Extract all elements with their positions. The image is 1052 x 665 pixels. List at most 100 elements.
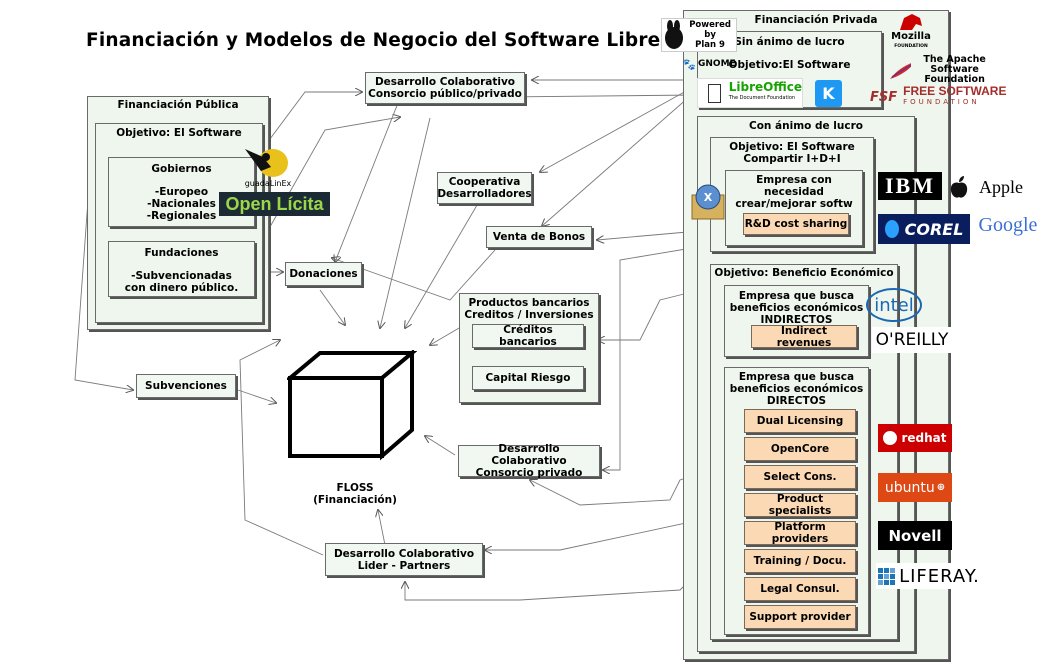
document-icon bbox=[708, 83, 721, 103]
empresa-necesidad-label: Empresa con necesidad crear/mejorar soft… bbox=[735, 174, 853, 210]
objetivo-beneficio-label: Objetivo: Beneficio Económico bbox=[714, 267, 894, 279]
gnome-foot-icon: 🐾 bbox=[682, 57, 697, 71]
redhat-label: redhat bbox=[901, 431, 947, 445]
arrow-colab-to-floss bbox=[380, 117, 431, 328]
libreoffice-sub: The Document Foundation bbox=[728, 95, 796, 101]
apple-mac-os-icon: X bbox=[685, 180, 733, 224]
publica-objetivo-label: Objetivo: El Software bbox=[116, 127, 242, 139]
arrow-pub-to-subvenciones bbox=[74, 199, 133, 390]
gobiernos-title: Gobiernos bbox=[151, 163, 212, 175]
arrow-lucro-to-bancos bbox=[598, 289, 701, 340]
productos-bancarios-title: Productos bancarios Creditos / Inversion… bbox=[464, 297, 594, 321]
corel-logo: COREL bbox=[878, 214, 970, 244]
financiacion-privada-title: Financiación Privada bbox=[754, 14, 878, 26]
redhat-logo: redhat bbox=[878, 424, 952, 452]
colab-publico-privado-node: Desarrollo Colaborativo Consorcio públic… bbox=[365, 72, 525, 104]
libreoffice-logo: LibreOffice The Document Foundation bbox=[697, 78, 803, 108]
colab-privado-node: Desarrollo Colaborativo Consorcio privad… bbox=[458, 443, 600, 479]
plan9-logo: Powered by Plan 9 bbox=[661, 18, 737, 52]
guadalinex-logo: guadaLinEx bbox=[240, 140, 296, 190]
arrow-bonos-to-donac bbox=[332, 249, 496, 301]
liferay-blocks-icon bbox=[878, 567, 896, 585]
guadalinex-label: guadaLinEx bbox=[244, 178, 292, 188]
ubuntu-label: ubuntu bbox=[884, 479, 935, 496]
model-legal-consul: Legal Consul. bbox=[744, 577, 856, 601]
rd-cost-sharing: R&D cost sharing bbox=[743, 213, 849, 235]
model-dual-licensing: Dual Licensing bbox=[744, 409, 856, 433]
mozilla-logo: Mozilla FOUNDATION bbox=[888, 12, 934, 52]
arrow-sin-to-coop bbox=[540, 84, 698, 172]
ibm-logo: IBM bbox=[878, 172, 942, 200]
arrow-lider-to-floss bbox=[239, 340, 324, 556]
objetivo-software-label: Objetivo:El Software bbox=[728, 59, 851, 71]
directos-label: Empresa que busca beneficios económicos … bbox=[729, 371, 864, 407]
open-licita-logo: Open Lícita bbox=[219, 192, 330, 216]
con-animo-label: Con ánimo de lucro bbox=[748, 120, 863, 132]
indirect-revenues: Indirect revenues bbox=[751, 325, 857, 349]
kde-logo: K bbox=[815, 80, 842, 107]
venta-bonos-node: Venta de Bonos bbox=[486, 226, 592, 248]
libreoffice-label: LibreOffice bbox=[728, 80, 802, 94]
apache-logo: The Apache Software Foundation bbox=[888, 54, 998, 85]
google-logo: Google bbox=[974, 210, 1042, 240]
gobiernos-items: -Europeo -Nacionales -Regionales bbox=[146, 186, 217, 222]
apple-label: Apple bbox=[979, 176, 1023, 197]
apache-feather-icon bbox=[890, 63, 912, 79]
svg-text:X: X bbox=[704, 191, 713, 204]
arrow-sin-to-bonos bbox=[542, 89, 698, 226]
arrow-lucro-to-privado bbox=[603, 244, 711, 470]
mozilla-sub: FOUNDATION bbox=[894, 44, 928, 49]
arrow-subv-to-floss bbox=[237, 389, 276, 403]
model-platform-providers: Platform providers bbox=[744, 521, 856, 545]
model-support-provider: Support provider bbox=[744, 605, 856, 629]
corel-balloon-icon bbox=[884, 220, 899, 238]
fsf-label: FREE SOFTWARE bbox=[903, 84, 1007, 98]
indirectos-label: Empresa que busca beneficios económicos … bbox=[729, 290, 864, 326]
cooperativa-node: Cooperativa Desarrolladores bbox=[437, 172, 532, 204]
donaciones-node: Donaciones bbox=[285, 262, 362, 286]
mozilla-dino-icon bbox=[900, 14, 922, 30]
fundaciones-title: Fundaciones bbox=[144, 247, 219, 259]
oreilly-logo: O'REILLY bbox=[872, 327, 952, 353]
ubuntu-logo: ubuntu ⊕ bbox=[878, 473, 952, 502]
financiacion-publica-title: Financiación Pública bbox=[117, 99, 239, 111]
arrow-lider-to-label bbox=[378, 510, 386, 546]
fsf-gnu-icon: FSF bbox=[870, 89, 898, 105]
ubuntu-circle-icon: ⊕ bbox=[936, 482, 946, 493]
subvenciones-node: Subvenciones bbox=[136, 374, 236, 398]
novell-logo: Novell bbox=[878, 521, 952, 550]
gnome-label: GNOME bbox=[698, 59, 736, 69]
arrow-coop-to-floss bbox=[405, 199, 481, 328]
model-opencore: OpenCore bbox=[744, 437, 856, 461]
redhat-hat-icon bbox=[883, 431, 898, 445]
indirectos-box: Empresa que busca beneficios económicos … bbox=[724, 285, 869, 357]
fsf-sub: FOUNDATION bbox=[903, 98, 980, 106]
apache-label: The Apache Software Foundation bbox=[923, 54, 986, 85]
creditos-bancarios-node: Créditos bancarios bbox=[472, 324, 584, 348]
fundaciones-box: Fundaciones -Subvencionadas con dinero p… bbox=[108, 241, 255, 297]
diagram-title: Financiación y Modelos de Negocio del So… bbox=[86, 30, 661, 51]
objetivo-idi-label: Objetivo: El Software Compartir I+D+I bbox=[729, 141, 855, 165]
arrow-privado-to-floss bbox=[425, 436, 456, 456]
intel-logo: intel bbox=[866, 288, 922, 322]
colab-lider-node: Desarrollo Colaborativo Lider - Partners bbox=[325, 543, 483, 576]
model-training-docu: Training / Docu. bbox=[744, 549, 856, 573]
apple-logo: Apple bbox=[944, 172, 1028, 202]
model-select-cons: Select Cons. bbox=[744, 465, 856, 489]
fundaciones-desc: -Subvencionadas con dinero público. bbox=[124, 270, 239, 294]
sin-animo-label: Sin ánimo de lucro bbox=[734, 36, 845, 48]
arrow-gob-to-colab bbox=[257, 92, 362, 156]
arrow-donac-to-floss bbox=[319, 289, 345, 325]
glenda-bunny-icon bbox=[665, 20, 683, 49]
guadalinex-bird-icon bbox=[245, 148, 288, 177]
floss-label: FLOSS (Financiación) bbox=[313, 482, 397, 506]
model-product-specialists: Product specialists bbox=[744, 493, 856, 517]
floss-cube bbox=[287, 350, 417, 461]
corel-label: COREL bbox=[904, 219, 964, 239]
liferay-logo: LIFERAY. bbox=[876, 563, 982, 589]
google-label: Google bbox=[978, 213, 1038, 236]
plan9-label: Powered by Plan 9 bbox=[689, 20, 731, 50]
fsf-logo: FSF FREE SOFTWARE FOUNDATION bbox=[870, 85, 1032, 109]
mozilla-label: Mozilla bbox=[891, 31, 931, 42]
apple-icon bbox=[950, 176, 968, 198]
